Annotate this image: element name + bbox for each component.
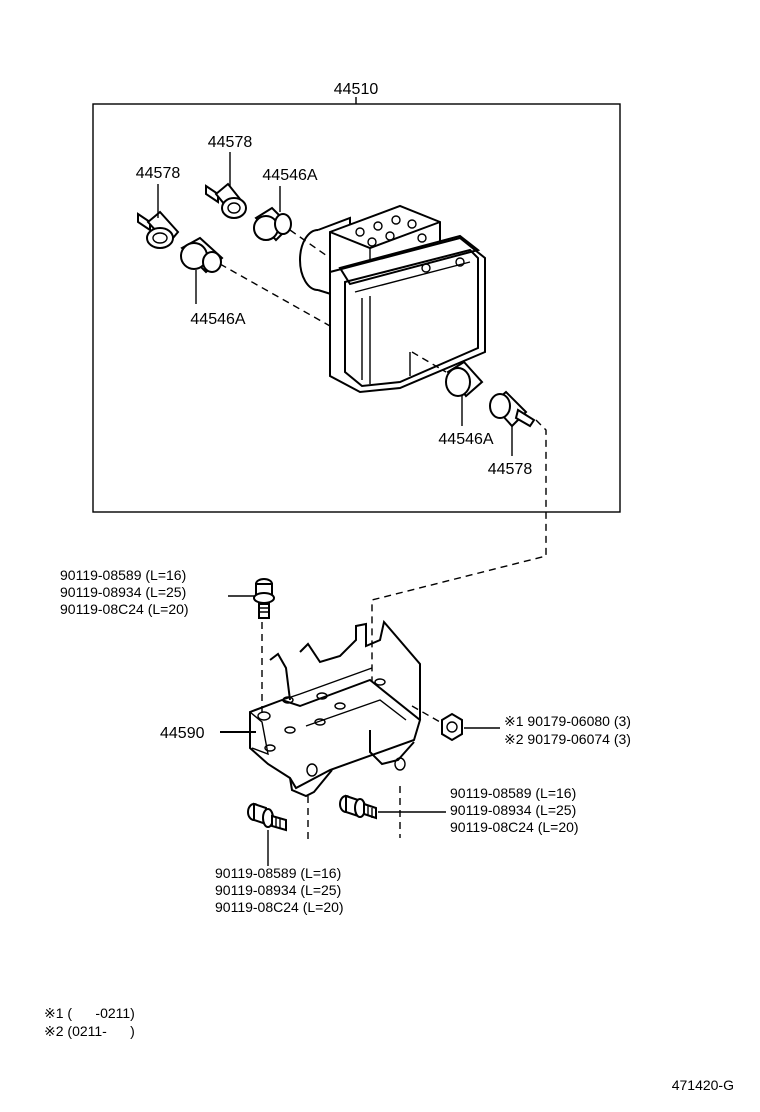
note-1: ※1 ( -0211) — [44, 1005, 135, 1021]
damper-label-lower: 44578 — [488, 461, 533, 478]
damper-left — [137, 210, 180, 249]
bolt-right-pn-1: 90119-08589 (L=16) — [450, 785, 576, 801]
bolt-bottom-pn-1: 90119-08589 (L=16) — [215, 865, 341, 881]
nut-right — [441, 712, 463, 742]
cushion-label-upper: 44546A — [262, 167, 317, 184]
cushion-lower — [445, 360, 484, 398]
damper-upper — [205, 182, 247, 219]
bolt-bottom — [247, 802, 287, 832]
bolt-right-pn-3: 90119-08C24 (L=20) — [450, 819, 579, 835]
nut-pn-2: ※2 90179-06074 (3) — [504, 731, 631, 747]
damper-label-left: 44578 — [136, 165, 181, 182]
cushion-label-lower: 44546A — [438, 431, 493, 448]
damper-lower — [489, 390, 536, 428]
assembly-connector — [371, 419, 547, 690]
cushion-upper — [253, 206, 292, 242]
note-2: ※2 (0211- ) — [44, 1023, 135, 1039]
nut-pn-1: ※1 90179-06080 (3) — [504, 713, 631, 729]
mounting-bracket — [249, 619, 422, 798]
cushion-label-left: 44546A — [190, 311, 245, 328]
bolt-right-pn-2: 90119-08934 (L=25) — [450, 802, 576, 818]
bolt-top-pn-1: 90119-08589 (L=16) — [60, 567, 186, 583]
bolt-right — [339, 794, 377, 820]
bolt-bottom-pn-3: 90119-08C24 (L=20) — [215, 899, 344, 915]
abs-actuator-unit — [299, 204, 486, 394]
bolt-top — [253, 578, 275, 619]
assembly-label: 44510 — [334, 81, 379, 98]
bolt-top-pn-3: 90119-08C24 (L=20) — [60, 601, 189, 617]
cushion-left — [180, 236, 224, 274]
bracket-label: 44590 — [160, 725, 205, 742]
bolt-bottom-pn-2: 90119-08934 (L=25) — [215, 882, 341, 898]
damper-label-upper: 44578 — [208, 134, 253, 151]
figure-code: 471420-G — [672, 1077, 734, 1093]
bolt-top-pn-2: 90119-08934 (L=25) — [60, 584, 186, 600]
